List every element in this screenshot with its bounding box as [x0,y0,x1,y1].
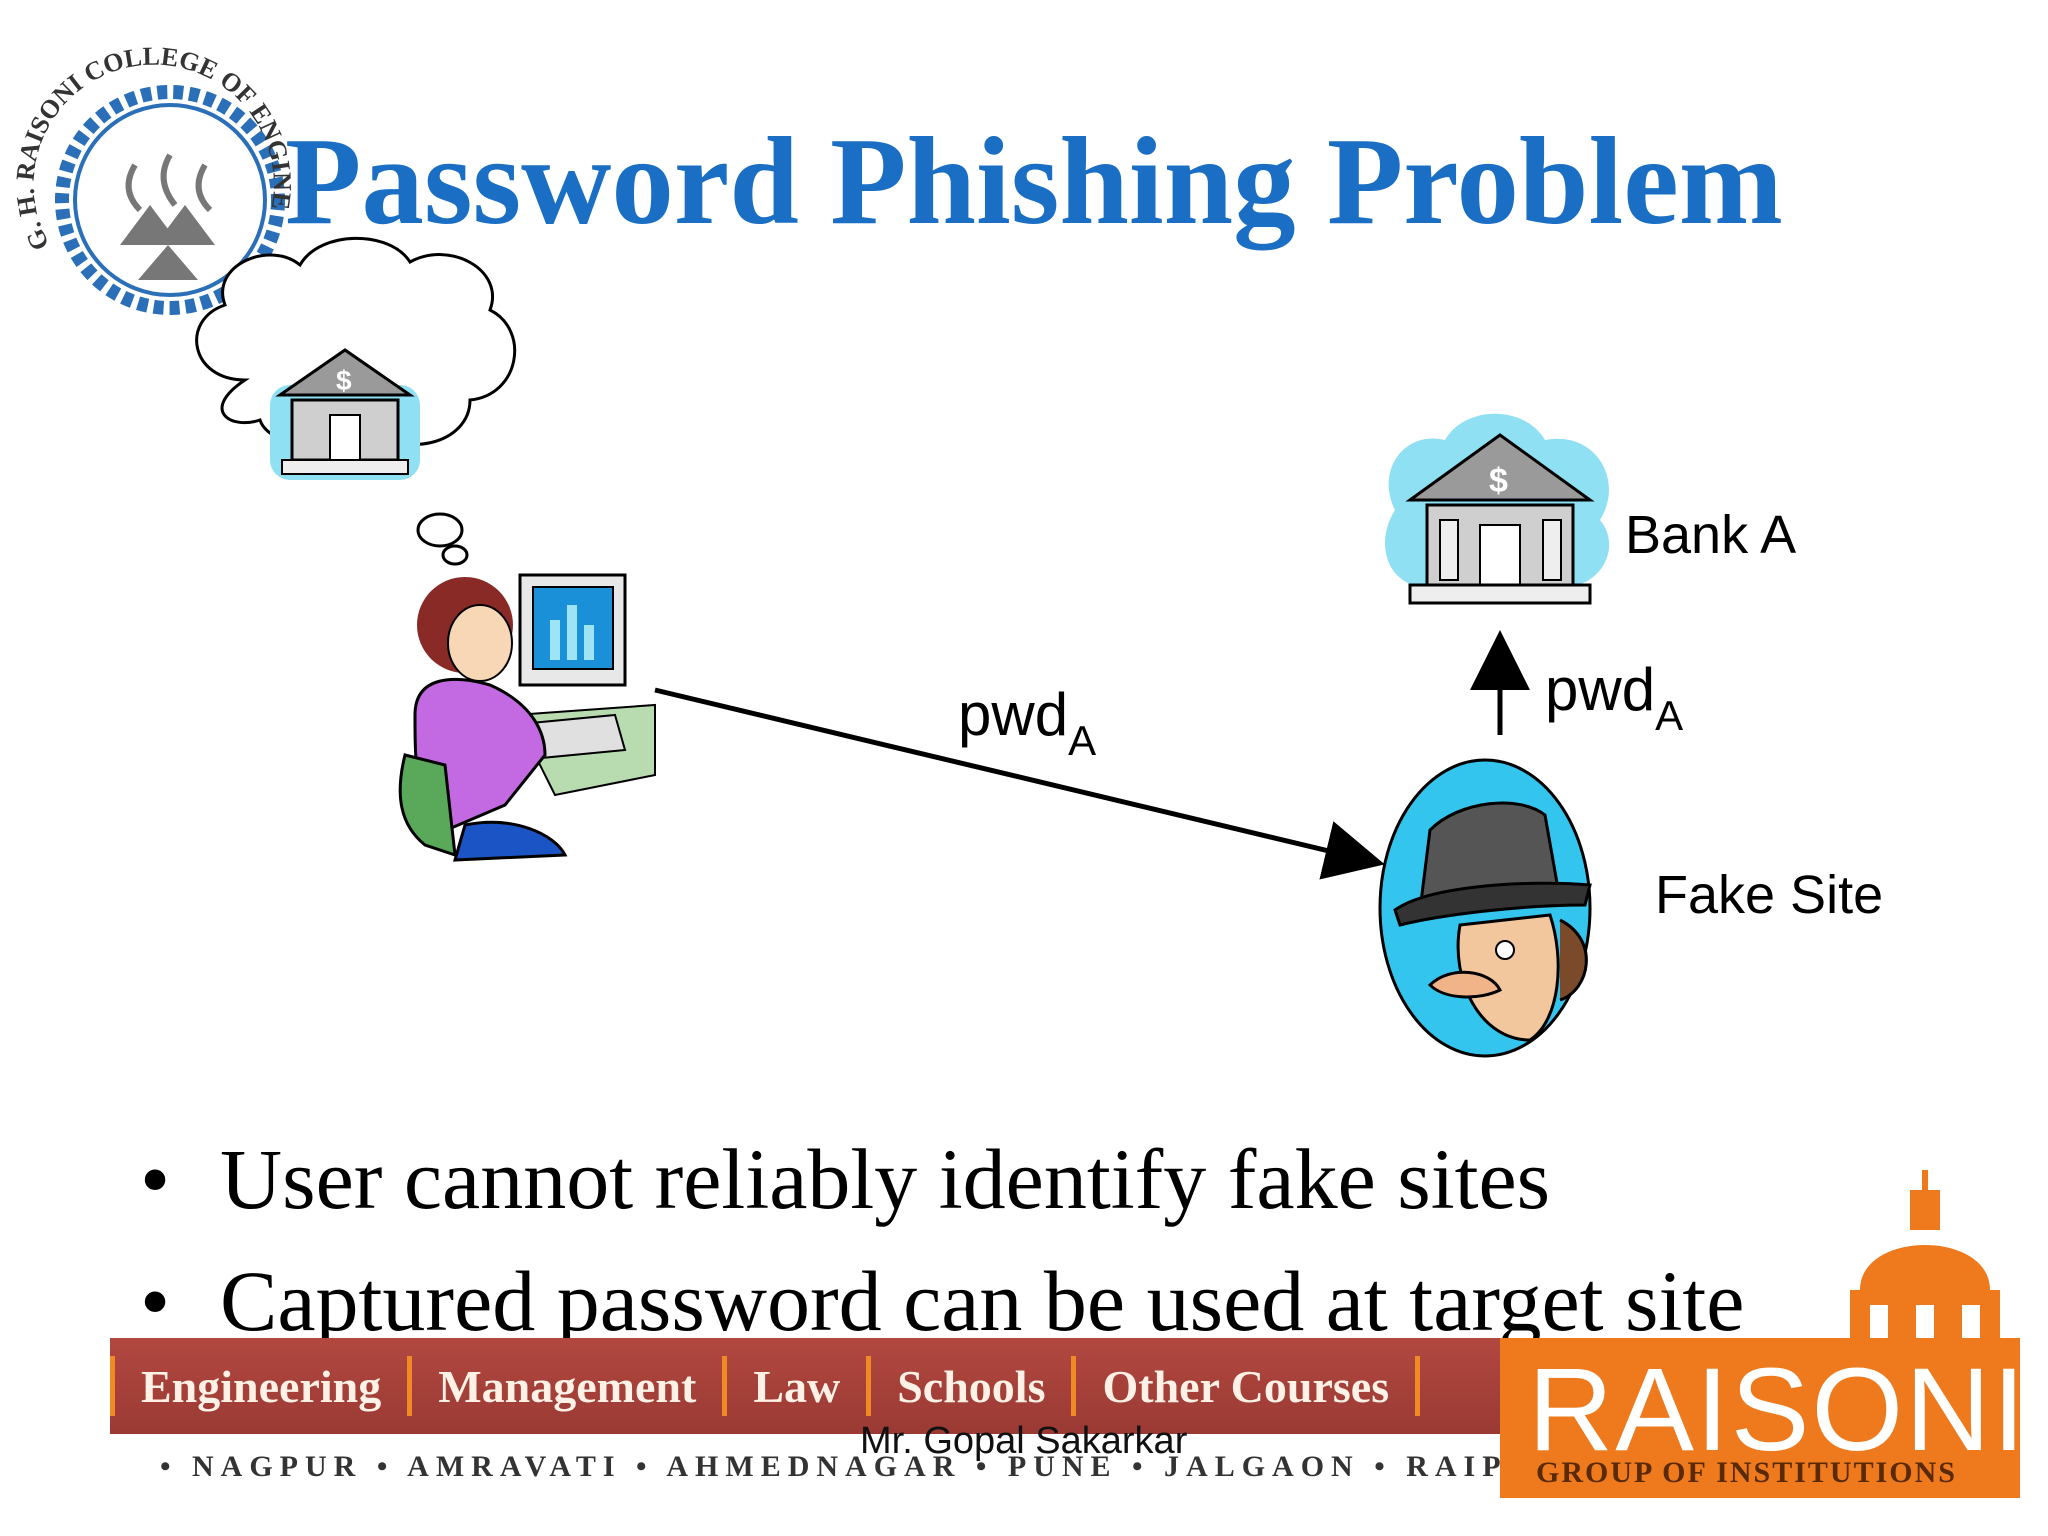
svg-text:$: $ [1489,462,1508,500]
band-separator [866,1356,872,1416]
band-item-engineering: Engineering [141,1360,382,1412]
pwd-fake-to-bank-label: pwdA [1545,656,1683,739]
bank-label: Bank A [1625,505,1796,565]
band-item-schools: Schools [897,1360,1046,1412]
slide-title: Password Phishing Problem [285,113,1783,251]
fake-site-label: Fake Site [1655,865,1883,925]
band-separator [407,1356,413,1416]
raisoni-brand-subtitle: GROUP OF INSTITUTIONS [1536,1456,1957,1489]
user-computer-icon [398,573,656,862]
raisoni-brand-name: RAISONI [1528,1344,2028,1476]
band-separator [722,1356,728,1416]
bank-icon: $ [1384,413,1610,605]
pwd-user-to-fake-label: pwdA [958,681,1096,764]
bullet-item: User cannot reliably identify fake sites [140,1118,1744,1240]
svg-text:$: $ [336,365,352,396]
fake-site-villain-icon [1378,758,1592,1058]
phishing-diagram: $ $ [195,236,1883,1058]
band-item-other-courses: Other Courses [1102,1360,1390,1412]
band-separator [110,1356,115,1416]
band-separator [1415,1356,1421,1416]
band-item-management: Management [438,1360,697,1412]
bullet-item: Captured password can be used at target … [140,1240,1744,1362]
arrow-user-to-fake [654,687,1385,880]
footer-band: Engineering Management Law Schools Other… [110,1338,1500,1434]
bullet-list: User cannot reliably identify fake sites… [140,1118,1744,1362]
raisoni-dome-icon [1850,1170,2000,1350]
band-item-law: Law [753,1360,841,1412]
raisoni-brand-box [1500,1338,2020,1498]
footer-cities: • NAGPUR • AMRAVATI • AHMEDNAGAR • PUNE … [160,1450,1597,1483]
college-logo: G. H. RAISONI COLLEGE OF ENGINEERING [10,45,297,315]
slide-author: Mr. Gopal Sakarkar [860,1420,1188,1462]
band-separator [1071,1356,1077,1416]
bank-thought-icon: $ [270,348,420,480]
